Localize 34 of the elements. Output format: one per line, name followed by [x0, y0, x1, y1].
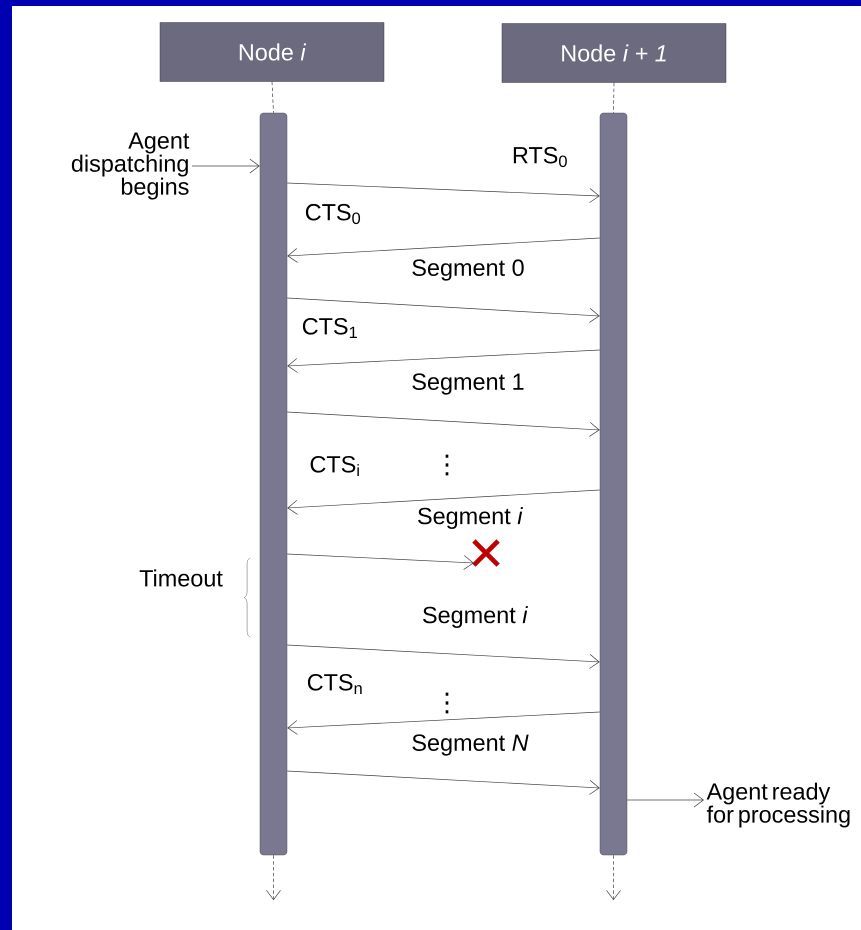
arrow: [286, 298, 600, 323]
arrow: [606, 854, 621, 900]
arrow: [626, 792, 704, 808]
arrow: [286, 412, 600, 437]
arrow: [287, 712, 600, 735]
message-label: RTS$_{0}$: [514, 146, 567, 168]
lost-message-cross: [472, 538, 500, 568]
note-text: Agent dispatching begins: [72, 132, 190, 200]
message-label: CTS$_{n}$: [308, 674, 362, 694]
ellipsis: ⋮: [446, 692, 448, 714]
activation-bar: [260, 112, 288, 856]
message-label: Segment i: [418, 507, 523, 529]
arrow: [286, 182, 600, 203]
message-label: CTS$_{0}$: [306, 204, 360, 224]
timeout-label: Timeout: [140, 569, 223, 587]
message-label: CTS$_{1}$: [302, 318, 357, 338]
lifeline-header: Node i: [160, 22, 384, 82]
activation-bar: [600, 112, 628, 856]
arrow: [287, 350, 600, 373]
message-label: Segment 1: [412, 373, 524, 395]
arrow: [192, 158, 260, 174]
ellipsis: ⋮: [446, 454, 448, 476]
message-label: Segment i: [423, 606, 528, 628]
message-label: Segment 0: [412, 259, 524, 281]
lifeline-header: Node i + 1: [502, 23, 726, 83]
arrow: [286, 644, 600, 669]
message-label: Segment N: [412, 734, 529, 756]
arrow: [266, 854, 281, 900]
arrow: [286, 770, 600, 795]
message-label: CTS$_{i}$: [310, 456, 359, 476]
arrow: [287, 238, 600, 263]
arrow: [287, 490, 600, 515]
arrow: [286, 554, 474, 570]
note-text: Agent ready for processing: [706, 782, 850, 828]
